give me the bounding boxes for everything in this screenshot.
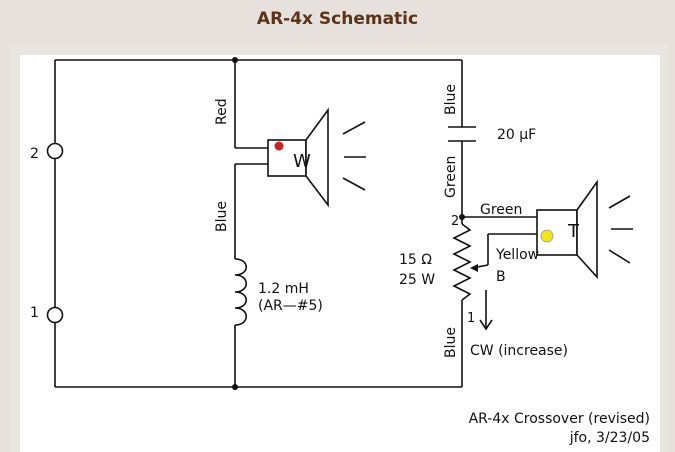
terminal-2[interactable]: 2 — [30, 142, 64, 163]
woofer-polarity-dot — [274, 141, 284, 151]
tweeter-label: T — [567, 221, 580, 242]
wiring — [54, 59, 537, 388]
caption-author: jfo, 3/23/05 — [569, 430, 650, 446]
tweeter-speaker: T — [536, 179, 633, 280]
terminal-1[interactable]: 1 — [30, 305, 64, 324]
pot-pin-2: 2 — [451, 214, 459, 229]
junction-dot — [232, 57, 238, 63]
pot-wiper-label: B — [496, 269, 506, 285]
pot-pin-1: 1 — [467, 311, 475, 326]
cw-arrow — [479, 290, 493, 331]
tweeter-polarity-dot — [540, 229, 554, 243]
pot-resistance: 15 Ω — [399, 252, 432, 268]
rotation-label: CW (increase) — [470, 343, 568, 359]
inductor-coil — [234, 258, 248, 326]
junction-dot — [232, 384, 238, 390]
wire-label-green: Green — [480, 202, 522, 218]
wire-label-red: Red — [214, 98, 230, 125]
wire-label-yellow: Yellow — [495, 247, 539, 263]
junction-dot — [459, 214, 465, 220]
woofer-speaker: W — [267, 107, 366, 208]
inductor-part: (AR—#5) — [258, 298, 323, 314]
sound-wave — [608, 195, 631, 209]
terminal-1-label: 1 — [30, 305, 39, 321]
page-title: AR-4x Schematic — [256, 9, 419, 29]
capacitor-value: 20 μF — [497, 127, 536, 143]
caption-title: AR-4x Crossover (revised) — [469, 411, 650, 427]
wire-label-blue-lower: Blue — [443, 327, 459, 358]
terminal-2-label: 2 — [30, 146, 39, 162]
pot-power: 25 W — [399, 272, 435, 288]
potentiometer — [452, 223, 489, 301]
capacitor-wire-blue: Blue — [443, 84, 459, 115]
sound-wave — [608, 249, 631, 264]
capacitor — [448, 126, 476, 142]
sound-wave — [342, 121, 366, 135]
wire-label-blue: Blue — [214, 201, 230, 232]
inductor-value: 1.2 mH — [258, 281, 309, 297]
woofer-label: W — [293, 151, 311, 172]
capacitor-wire-green: Green — [443, 156, 459, 198]
sound-wave — [342, 177, 366, 191]
